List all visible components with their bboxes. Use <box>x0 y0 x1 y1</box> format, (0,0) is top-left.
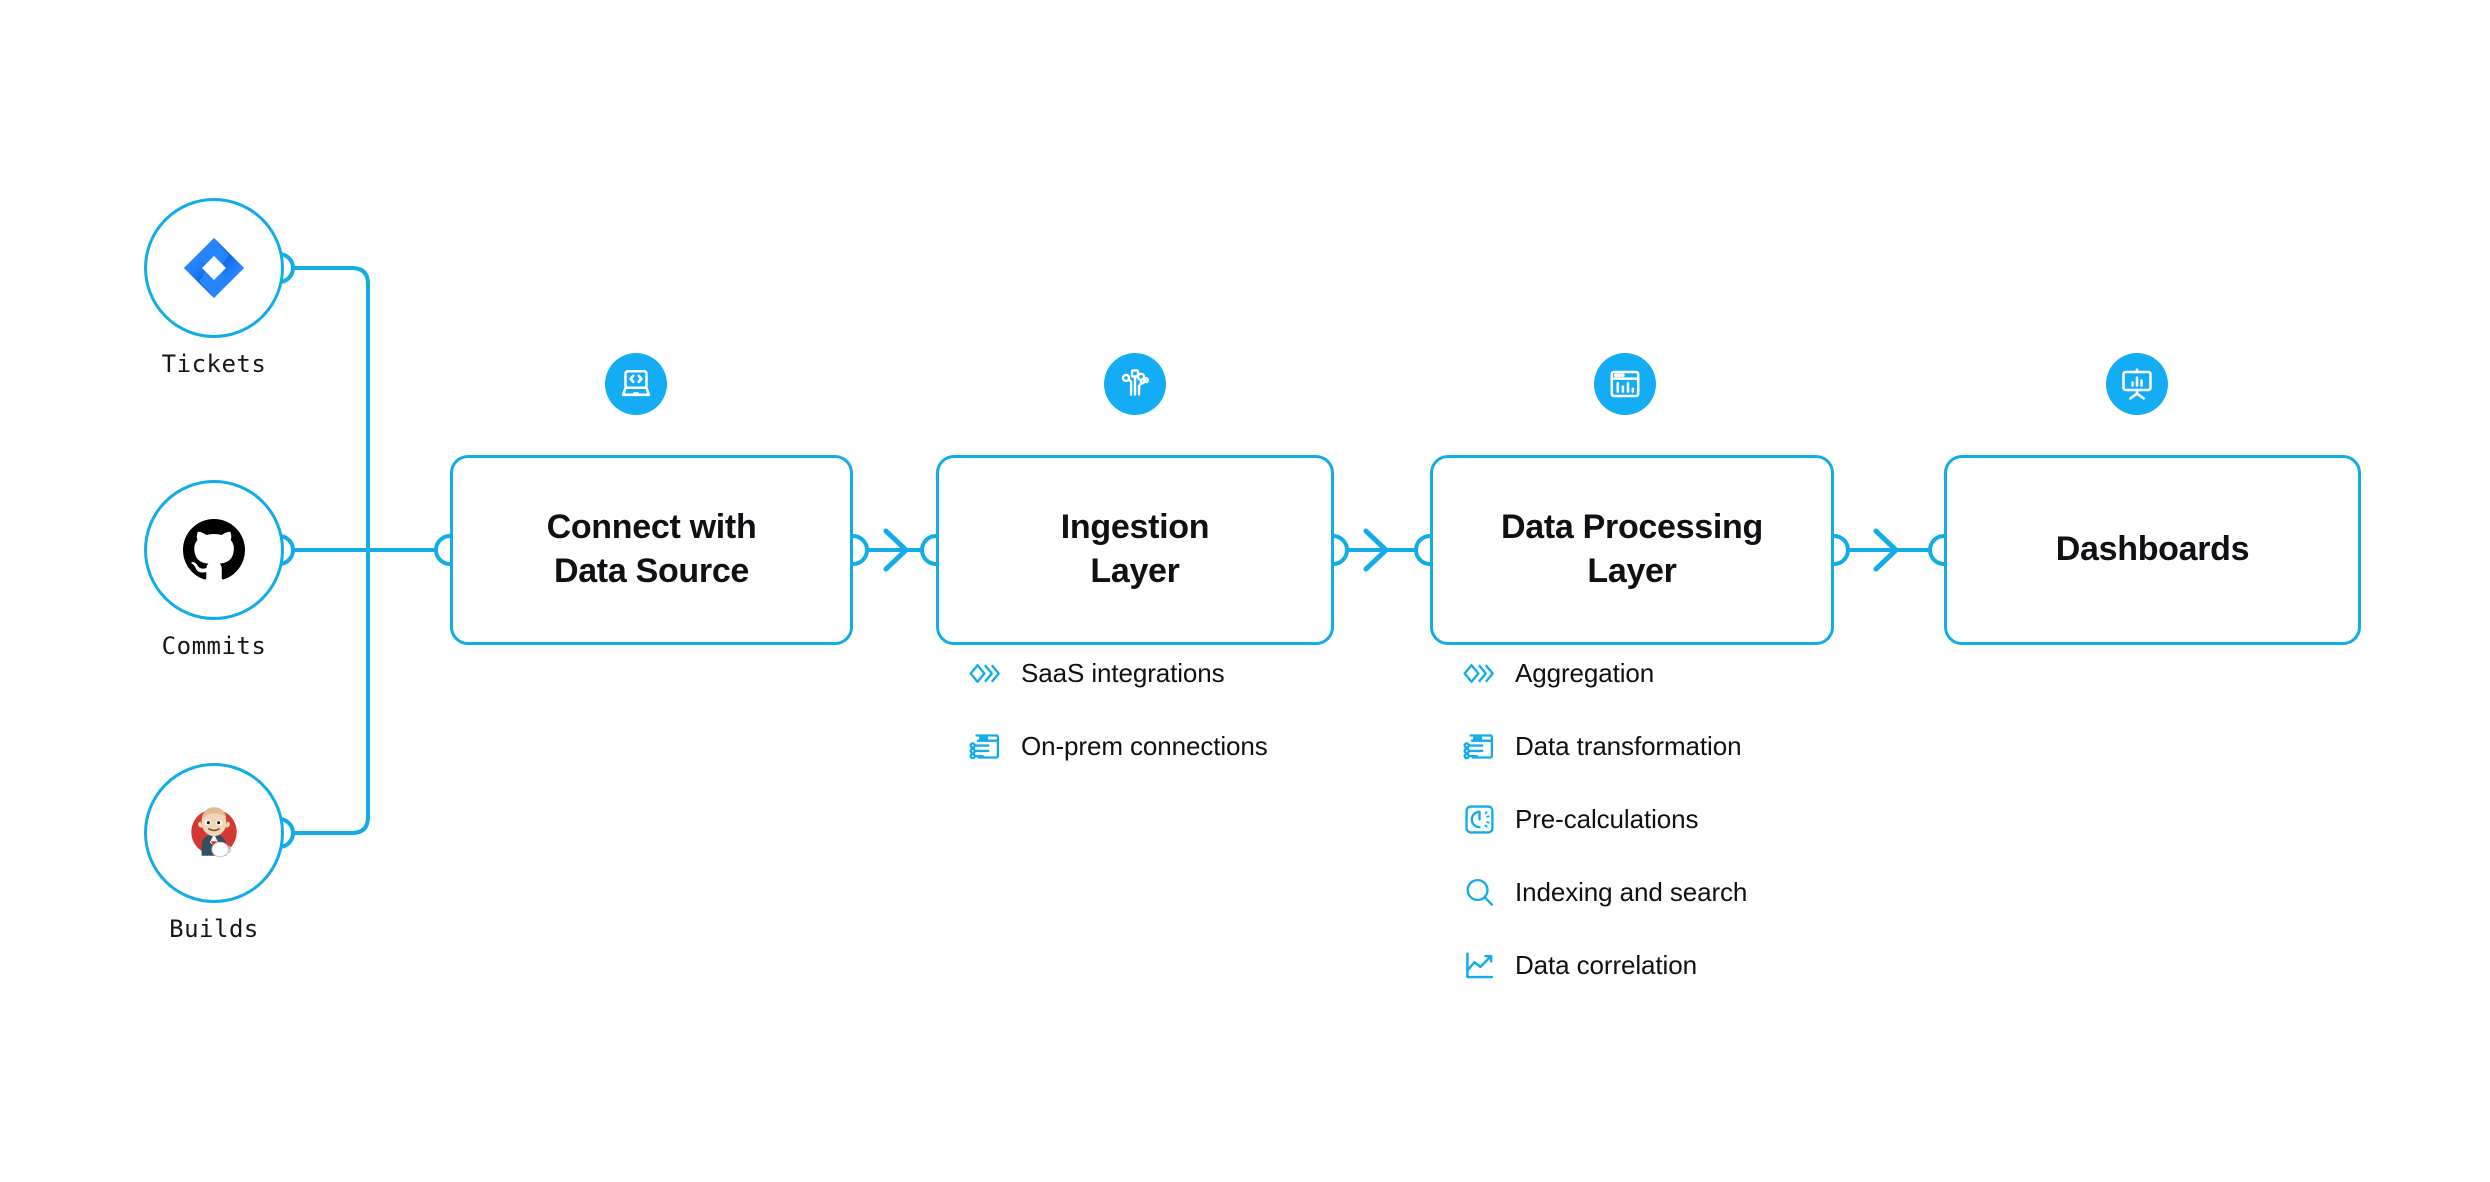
wire-tickets <box>292 266 370 552</box>
stage-icon-connect <box>605 353 667 415</box>
stage-title-ingestion-line1: Ingestion <box>1060 508 1210 547</box>
laptop-code-icon <box>621 369 651 397</box>
feature-label: SaaS integrations <box>1021 657 1225 688</box>
feature-label: Data correlation <box>1515 949 1697 980</box>
jira-logo-icon <box>184 238 244 298</box>
stage-title-ingestion-line2: Layer <box>1090 552 1180 590</box>
feature-item-indexing-and-search[interactable]: Indexing and search <box>1462 869 1747 915</box>
stage-title-dashboards: Dashboards <box>2042 528 2264 572</box>
feature-label: Pre-calculations <box>1515 803 1699 834</box>
source-node-commits[interactable]: Commits <box>144 480 284 660</box>
stage-title-connect-line2: Data Source <box>553 552 750 590</box>
stage-title-connect: Connect with Data Source <box>533 506 771 593</box>
ingestion-feature-list: SaaS integrations On-prem conne <box>968 650 1268 796</box>
magnifier-icon <box>1462 875 1496 909</box>
stage-box-ingestion[interactable]: Ingestion Layer <box>936 455 1334 645</box>
line-chart-icon <box>1462 948 1496 982</box>
jenkins-logo-icon <box>191 807 237 858</box>
stage-title-processing: Data Processing Layer <box>1487 506 1777 593</box>
feature-item-data-correlation[interactable]: Data correlation <box>1462 942 1747 988</box>
circuit-network-icon <box>1121 369 1150 396</box>
feature-label: Indexing and search <box>1515 876 1748 907</box>
stage-icon-dashboards <box>2106 353 2168 415</box>
feature-item-aggregation[interactable]: Aggregation <box>1462 650 1747 696</box>
source-label-tickets: Tickets <box>161 350 267 378</box>
stage-box-processing[interactable]: Data Processing Layer <box>1430 455 1834 645</box>
processing-feature-list: Aggregation Data transformation <box>1462 650 1747 988</box>
arrowhead-1 <box>883 528 909 572</box>
source-label-commits: Commits <box>161 632 267 660</box>
stage-title-dashboards-line1: Dashboards <box>2055 530 2250 569</box>
stage-icon-ingestion <box>1104 353 1166 415</box>
stage-title-connect-line1: Connect with <box>546 508 757 547</box>
stage-box-connect[interactable]: Connect with Data Source <box>450 455 853 645</box>
gauge-square-icon <box>1462 802 1496 836</box>
feature-item-on-prem-connections[interactable]: On-prem connections <box>968 723 1268 769</box>
wire-builds <box>292 548 370 835</box>
arrowhead-3 <box>1873 528 1899 572</box>
github-logo-icon <box>183 519 245 580</box>
presentation-chart-icon <box>2122 368 2152 400</box>
stage-box-dashboards[interactable]: Dashboards <box>1944 455 2361 645</box>
stage-title-processing-line1: Data Processing <box>1501 508 1763 547</box>
stage-icon-processing <box>1594 353 1656 415</box>
feature-label: Data transformation <box>1515 730 1742 761</box>
stage-title-processing-line2: Layer <box>1587 552 1677 590</box>
window-sliders-icon <box>968 729 1002 763</box>
feature-label: Aggregation <box>1515 657 1655 688</box>
arrowhead-2 <box>1363 528 1389 572</box>
source-label-builds: Builds <box>169 915 259 943</box>
source-node-builds[interactable]: Builds <box>144 763 284 943</box>
source-circle-builds <box>144 763 284 903</box>
source-circle-commits <box>144 480 284 620</box>
source-node-tickets[interactable]: Tickets <box>144 198 284 378</box>
feature-item-saas-integrations[interactable]: SaaS integrations <box>968 650 1268 696</box>
window-sliders-icon <box>1462 729 1496 763</box>
source-circle-tickets <box>144 198 284 338</box>
feature-label: On-prem connections <box>1021 730 1268 761</box>
feature-item-pre-calculations[interactable]: Pre-calculations <box>1462 796 1747 842</box>
layered-diamonds-icon <box>1462 656 1496 690</box>
feature-item-data-transformation[interactable]: Data transformation <box>1462 723 1747 769</box>
layered-diamonds-icon <box>968 656 1002 690</box>
stage-title-ingestion: Ingestion Layer <box>1047 506 1223 593</box>
browser-chart-icon <box>1610 370 1640 398</box>
